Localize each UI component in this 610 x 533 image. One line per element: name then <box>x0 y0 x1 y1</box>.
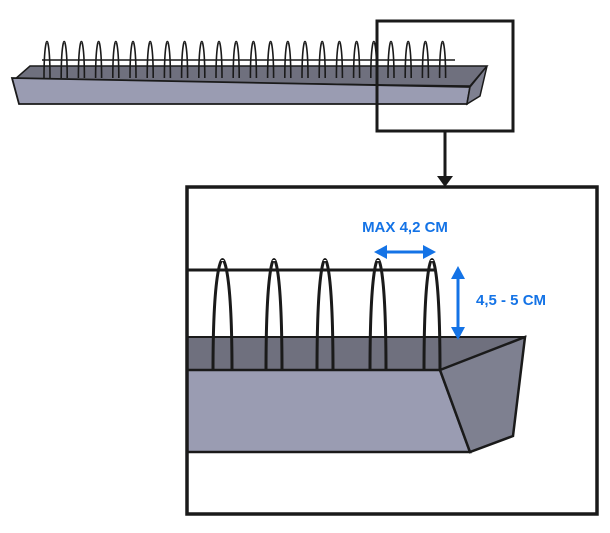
wire-loop <box>387 40 395 79</box>
wire-loop <box>315 258 335 373</box>
wire-loop <box>284 40 292 79</box>
zoom-detail <box>187 258 527 454</box>
wire-loop <box>180 40 189 79</box>
zoom-panel-frame <box>185 185 599 516</box>
wire-loop <box>94 40 103 79</box>
overview-rack <box>10 40 489 106</box>
wire-loop <box>215 40 223 79</box>
wire-loop <box>43 40 51 79</box>
wire-loop <box>301 40 309 79</box>
wire-loop <box>146 40 154 79</box>
zoom-wire-loops <box>187 258 442 373</box>
overview-tray-end <box>465 65 488 106</box>
overview-wire-loops <box>42 40 455 79</box>
wire-loop <box>335 40 344 79</box>
wire-loop <box>404 40 412 79</box>
wire-loop <box>129 40 137 79</box>
wire-loop <box>368 258 388 373</box>
arrow-down-icon <box>437 131 453 187</box>
wire-loop <box>198 40 206 79</box>
wire-loop <box>232 40 240 79</box>
wire-loop <box>318 40 326 79</box>
width-dimension-label: MAX 4,2 CM <box>362 219 448 236</box>
height-dimension-label: 4,5 - 5 CM <box>476 292 546 309</box>
double-arrow-vertical-icon <box>451 266 465 340</box>
wire-loop <box>422 258 442 373</box>
wire-loop <box>352 40 361 79</box>
wire-loop <box>77 40 86 79</box>
wire-loop <box>211 258 234 373</box>
wire-loop <box>112 40 120 79</box>
wire-loop <box>163 40 172 79</box>
wire-loop <box>264 258 284 373</box>
zoom-tray-front <box>187 368 472 454</box>
wire-loop <box>438 40 447 79</box>
wire-loop <box>249 40 258 79</box>
wire-loop <box>60 40 68 79</box>
zoom-tray-end <box>438 335 527 454</box>
wire-loop <box>421 40 430 79</box>
double-arrow-horizontal-icon <box>374 245 436 259</box>
wire-loop <box>266 40 275 79</box>
